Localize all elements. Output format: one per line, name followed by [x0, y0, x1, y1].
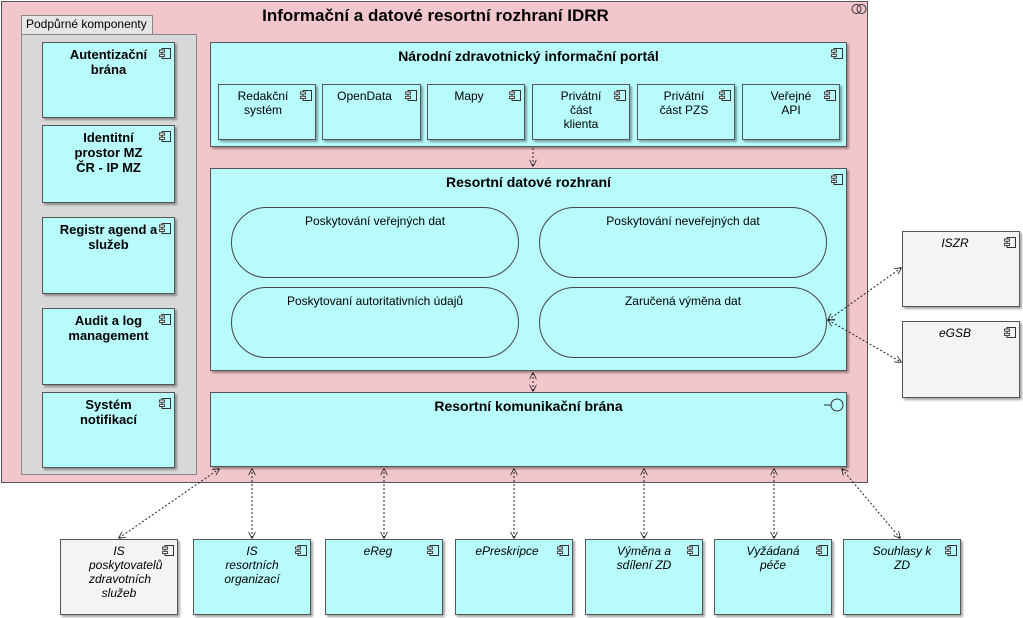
external-label: Výměna a sdílení ZD — [616, 544, 672, 572]
collaboration-icon — [851, 4, 867, 14]
component-icon — [159, 396, 171, 409]
portal-item-label: OpenData — [337, 89, 392, 103]
component-icon — [300, 88, 312, 101]
external-label: eReg — [363, 544, 393, 558]
portal-item-mapy[interactable]: Mapy — [427, 84, 525, 140]
component-icon — [405, 88, 417, 101]
component-icon — [162, 543, 174, 556]
support-item-label: Audit a log management — [68, 313, 149, 343]
support-tab: Podpůrné komponenty — [21, 15, 153, 35]
component-icon — [824, 88, 836, 101]
external-is-resortnich[interactable]: IS resortních organizací — [193, 539, 311, 615]
gateway-title: Resortní komunikační brána — [434, 398, 623, 414]
support-item-identita[interactable]: Identitní prostor MZ ČR - IP MZ — [42, 125, 175, 203]
portal-item-label: Veřejné API — [770, 89, 812, 117]
service-neverejna-data[interactable]: Poskytování neveřejných dat — [539, 207, 827, 278]
support-item-registr[interactable]: Registr agend a služeb — [42, 217, 175, 294]
external-label: ISZR — [941, 236, 969, 250]
component-icon — [295, 543, 307, 556]
portal-title: Národní zdravotnický informační portál — [398, 48, 659, 64]
external-label: Souhlasy k ZD — [872, 544, 932, 572]
external-souhlasy-zd[interactable]: Souhlasy k ZD — [843, 539, 961, 615]
external-vymena-zd[interactable]: Výměna a sdílení ZD — [585, 539, 703, 615]
service-verejna-data[interactable]: Poskytování veřejných dat — [231, 207, 519, 278]
support-item-label: Systém notifikací — [79, 397, 138, 427]
support-item-autentizace[interactable]: Autentizační brána — [42, 42, 175, 118]
component-icon — [159, 46, 171, 59]
external-label: ePreskripce — [475, 544, 539, 558]
external-vyzadana-pece[interactable]: Vyžádaná péče — [714, 539, 832, 615]
component-icon — [557, 543, 569, 556]
service-autoritativni-udaje[interactable]: Poskytovaní autoritativních údajů — [231, 287, 519, 358]
external-label: eGSB — [938, 326, 971, 340]
component-icon — [687, 543, 699, 556]
external-label: IS poskytovatelů zdravotních služeb — [89, 544, 163, 600]
portal-item-label: Privátní část klienta — [560, 89, 602, 131]
component-icon — [831, 46, 843, 59]
external-is-poskytovatelu[interactable]: IS poskytovatelů zdravotních služeb — [60, 539, 178, 615]
external-egsb[interactable]: eGSB — [902, 321, 1020, 398]
component-icon — [509, 88, 521, 101]
support-item-audit[interactable]: Audit a log management — [42, 308, 175, 385]
interface-icon — [824, 398, 844, 412]
diagram-title: Informační a datové resortní rozhraní ID… — [262, 6, 609, 25]
portal-item-privatni-klienta[interactable]: Privátní část klienta — [532, 84, 630, 140]
support-item-notifikace[interactable]: Systém notifikací — [42, 392, 175, 468]
component-icon — [159, 312, 171, 325]
support-item-label: Identitní prostor MZ ČR - IP MZ — [74, 130, 143, 175]
portal-item-label: Privátní část PZS — [659, 89, 709, 117]
service-zarucena-vymena[interactable]: Zaručená výměna dat — [539, 287, 827, 358]
gateway-box[interactable]: Resortní komunikační brána — [210, 392, 847, 467]
external-epreskripce[interactable]: ePreskripce — [455, 539, 573, 615]
portal-box[interactable]: Národní zdravotnický informační portál — [210, 42, 847, 147]
component-icon — [159, 129, 171, 142]
support-item-label: Autentizační brána — [69, 47, 148, 77]
component-icon — [1004, 325, 1016, 338]
external-ereg[interactable]: eReg — [325, 539, 443, 615]
portal-item-label: Mapy — [454, 89, 484, 103]
data-interface-title: Resortní datové rozhraní — [446, 174, 611, 190]
support-item-label: Registr agend a služeb — [59, 222, 158, 252]
component-icon — [614, 88, 626, 101]
external-label: Vyžádaná péče — [746, 544, 800, 572]
component-icon — [945, 543, 957, 556]
component-icon — [831, 172, 843, 185]
portal-item-label: Redakční systém — [237, 89, 289, 117]
portal-item-opendata[interactable]: OpenData — [322, 84, 421, 140]
component-icon — [719, 88, 731, 101]
external-label: IS resortních organizací — [224, 544, 280, 586]
component-icon — [1004, 235, 1016, 248]
component-icon — [427, 543, 439, 556]
portal-item-privatni-pzs[interactable]: Privátní část PZS — [637, 84, 735, 140]
portal-item-verejne-api[interactable]: Veřejné API — [742, 84, 840, 140]
external-iszr[interactable]: ISZR — [902, 231, 1020, 307]
portal-item-redakcni[interactable]: Redakční systém — [218, 84, 316, 140]
component-icon — [816, 543, 828, 556]
component-icon — [159, 221, 171, 234]
